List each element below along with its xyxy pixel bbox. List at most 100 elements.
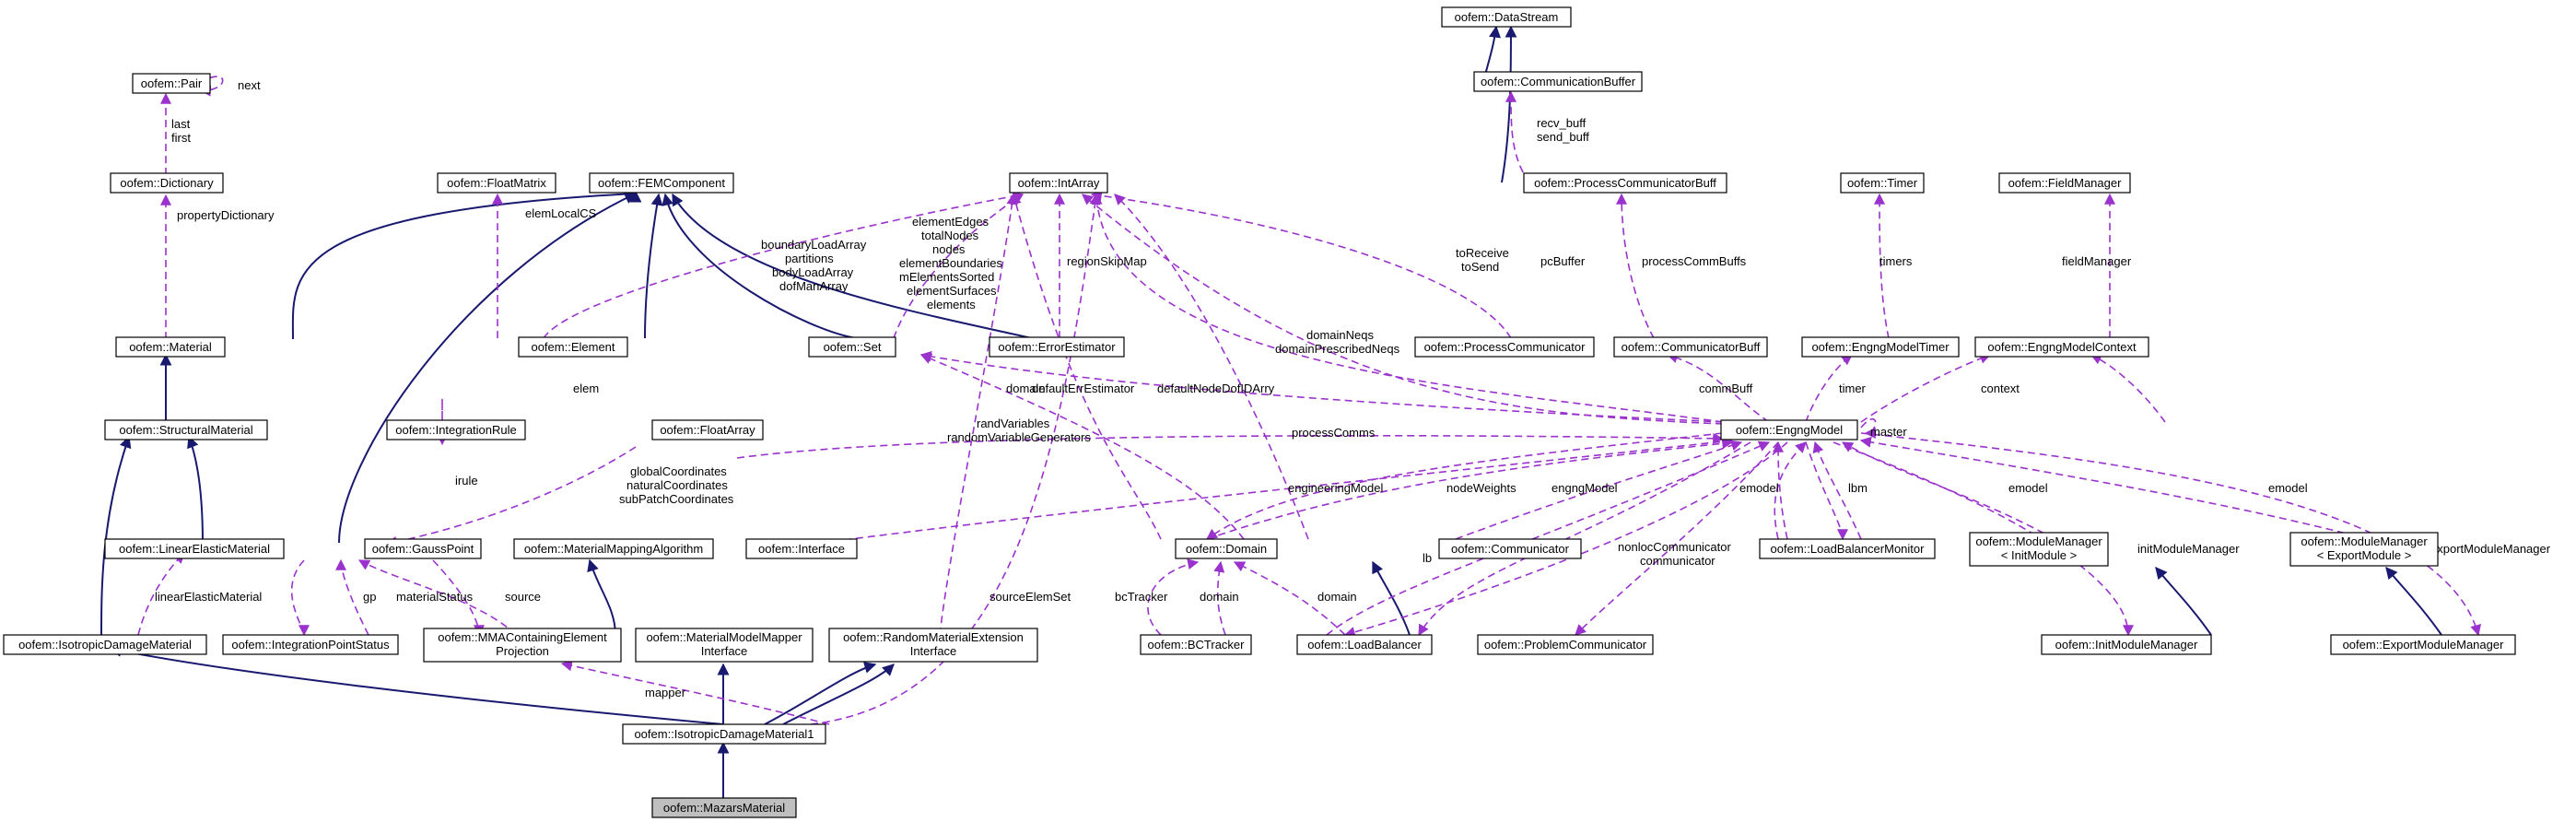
node-CommunicationBuffer-label: oofem::CommunicationBuffer	[1481, 75, 1636, 88]
node-Domain[interactable]: oofem::Domain	[1175, 538, 1278, 559]
edge-label-linearElasticMaterial: linearElasticMaterial	[155, 590, 262, 604]
node-ProcessCommunicatorBuff-label: oofem::ProcessCommunicatorBuff	[1534, 176, 1716, 190]
node-DataStream[interactable]: oofem::DataStream	[1441, 6, 1572, 28]
node-LinearElasticMaterial[interactable]: oofem::LinearElasticMaterial	[104, 538, 285, 559]
edge-label-emodel-2: emodel	[2008, 481, 2048, 495]
inheritance-edges	[100, 25, 2442, 799]
node-IsotropicDamageMaterial1-label: oofem::IsotropicDamageMaterial1	[634, 727, 814, 741]
node-DataStream-label: oofem::DataStream	[1455, 10, 1559, 24]
edge-label-recv-buff: recv_buff	[1537, 116, 1587, 130]
node-ProcessCommunicator-label: oofem::ProcessCommunicator	[1424, 340, 1587, 354]
node-ProcessCommunicator[interactable]: oofem::ProcessCommunicator	[1414, 336, 1595, 358]
node-LoadBalancerMonitor[interactable]: oofem::LoadBalancerMonitor	[1759, 538, 1936, 559]
edge-label-source: source	[505, 590, 541, 604]
node-IntArray[interactable]: oofem::IntArray	[1009, 172, 1108, 194]
node-RandomMaterialExtensionInterface-label-1: oofem::RandomMaterialExtension	[843, 630, 1024, 644]
edge-label-lb: lb	[1423, 551, 1432, 565]
node-CommunicatorBuff[interactable]: oofem::CommunicatorBuff	[1613, 336, 1768, 358]
edge-label-lbm: lbm	[1848, 481, 1868, 495]
edge-labels: next last first recv_buff send_buff prop…	[155, 78, 2551, 699]
node-GaussPoint[interactable]: oofem::GaussPoint	[364, 538, 482, 559]
node-FloatArray[interactable]: oofem::FloatArray	[651, 419, 764, 440]
node-Timer-label: oofem::Timer	[1847, 176, 1918, 190]
node-FloatMatrix[interactable]: oofem::FloatMatrix	[437, 172, 556, 194]
node-Interface-label: oofem::Interface	[758, 542, 845, 556]
node-IsotropicDamageMaterial1[interactable]: oofem::IsotropicDamageMaterial1	[622, 723, 826, 745]
node-Material[interactable]: oofem::Material	[115, 336, 226, 358]
node-IsotropicDamageMaterial[interactable]: oofem::IsotropicDamageMaterial	[3, 634, 207, 655]
edge-label-bodyLoadArray: bodyLoadArray	[772, 265, 854, 279]
node-MazarsMaterial[interactable]: oofem::MazarsMaterial	[651, 797, 797, 818]
edge-label-exportModuleManager: exportModuleManager	[2430, 542, 2551, 556]
node-Material-label: oofem::Material	[129, 340, 212, 354]
node-EngngModelTimer[interactable]: oofem::EngngModelTimer	[1801, 336, 1960, 358]
node-MMAContainingElementProjection-label-1: oofem::MMAContainingElement	[438, 630, 607, 644]
node-ModuleManagerExport-label-1: oofem::ModuleManager	[2301, 534, 2428, 548]
edge-label-nodes: nodes	[932, 242, 966, 256]
edge-label-bcTracker: bcTracker	[1115, 590, 1168, 604]
node-FieldManager[interactable]: oofem::FieldManager	[1998, 172, 2131, 194]
node-ProblemCommunicator[interactable]: oofem::ProblemCommunicator	[1477, 634, 1654, 655]
edge-label-processCommBuffs: processCommBuffs	[1642, 254, 1747, 268]
node-Set[interactable]: oofem::Set	[808, 336, 896, 358]
edge-label-domainPrescribedNeqs: domainPrescribedNeqs	[1275, 342, 1400, 356]
node-FloatArray-label: oofem::FloatArray	[660, 423, 755, 437]
edge-label-elemLocalCS: elemLocalCS	[525, 206, 597, 220]
node-EngngModel[interactable]: oofem::EngngModel	[1720, 419, 1858, 440]
edge-label-last: last	[171, 117, 191, 131]
edge-label-mElementsSorted: mElementsSorted	[899, 270, 994, 284]
edge-label-mapper: mapper	[645, 686, 686, 699]
node-FieldManager-label: oofem::FieldManager	[2008, 176, 2123, 190]
node-ProcessCommunicatorBuff[interactable]: oofem::ProcessCommunicatorBuff	[1523, 172, 1727, 194]
edge-label-naturalCoordinates: naturalCoordinates	[626, 478, 728, 492]
node-IntegrationPointStatus[interactable]: oofem::IntegrationPointStatus	[222, 634, 399, 655]
node-Communicator[interactable]: oofem::Communicator	[1438, 538, 1582, 559]
node-InitModuleManager[interactable]: oofem::InitModuleManager	[2041, 634, 2212, 655]
node-ExportModuleManager[interactable]: oofem::ExportModuleManager	[2330, 634, 2516, 655]
node-Interface[interactable]: oofem::Interface	[745, 538, 858, 559]
edge-label-defaultNodeDofIDArry: defaultNodeDofIDArry	[1157, 382, 1275, 395]
node-ProblemCommunicator-label: oofem::ProblemCommunicator	[1484, 638, 1647, 652]
node-Timer[interactable]: oofem::Timer	[1840, 172, 1925, 194]
node-ModuleManagerExport[interactable]: oofem::ModuleManager < ExportModule >	[2289, 532, 2439, 567]
node-Element[interactable]: oofem::Element	[518, 336, 628, 358]
node-RandomMaterialExtensionInterface-label-2: Interface	[910, 644, 957, 658]
node-ModuleManagerInit[interactable]: oofem::ModuleManager < InitModule >	[1969, 532, 2109, 567]
node-Pair[interactable]: oofem::Pair	[132, 73, 211, 94]
node-Communicator-label: oofem::Communicator	[1451, 542, 1570, 556]
edge-label-domain-1: domain	[1006, 382, 1046, 395]
node-RandomMaterialExtensionInterface[interactable]: oofem::RandomMaterialExtension Interface	[828, 628, 1038, 663]
edge-label-fieldManager: fieldManager	[2062, 254, 2132, 268]
edge-label-propertyDictionary: propertyDictionary	[177, 208, 275, 222]
node-ModuleManagerInit-label-1: oofem::ModuleManager	[1975, 534, 2102, 548]
node-LinearElasticMaterial-label: oofem::LinearElasticMaterial	[119, 542, 270, 556]
node-LoadBalancer[interactable]: oofem::LoadBalancer	[1296, 634, 1433, 655]
node-BCTracker[interactable]: oofem::BCTracker	[1140, 634, 1252, 655]
node-FEMComponent[interactable]: oofem::FEMComponent	[589, 172, 734, 194]
edge-label-subPatchCoordinates: subPatchCoordinates	[619, 492, 734, 506]
node-MMAContainingElementProjection[interactable]: oofem::MMAContainingElement Projection	[423, 628, 622, 663]
edge-label-emodel-1: emodel	[1739, 481, 1779, 495]
node-MaterialMappingAlgorithm[interactable]: oofem::MaterialMappingAlgorithm	[513, 538, 714, 559]
node-IntegrationRule[interactable]: oofem::IntegrationRule	[386, 419, 526, 440]
edge-label-initModuleManager: initModuleManager	[2137, 542, 2240, 556]
edge-label-nodeWeights: nodeWeights	[1446, 481, 1516, 495]
node-Dictionary[interactable]: oofem::Dictionary	[110, 172, 224, 194]
node-MaterialMappingAlgorithm-label: oofem::MaterialMappingAlgorithm	[524, 542, 703, 556]
edge-label-randomVariableGenerators: randomVariableGenerators	[947, 430, 1091, 444]
edge-label-next: next	[238, 78, 261, 92]
node-MaterialModelMapperInterface[interactable]: oofem::MaterialModelMapper Interface	[635, 628, 814, 663]
node-MaterialModelMapperInterface-label-2: Interface	[701, 644, 748, 658]
edge-label-domainNeqs: domainNeqs	[1306, 328, 1374, 342]
node-CommunicationBuffer[interactable]: oofem::CommunicationBuffer	[1473, 71, 1643, 92]
node-EngngModelContext[interactable]: oofem::EngngModelContext	[1974, 336, 2149, 358]
edge-label-commBuff: commBuff	[1699, 382, 1753, 395]
edge-label-processComms: processComms	[1292, 426, 1376, 440]
node-StructuralMaterial[interactable]: oofem::StructuralMaterial	[104, 419, 268, 440]
node-ExportModuleManager-label: oofem::ExportModuleManager	[2343, 638, 2505, 652]
node-LoadBalancer-label: oofem::LoadBalancer	[1307, 638, 1422, 652]
node-ErrorEstimator[interactable]: oofem::ErrorEstimator	[989, 336, 1125, 358]
edge-label-totalNodes: totalNodes	[921, 229, 979, 242]
edge-label-sourceElemSet: sourceElemSet	[989, 590, 1071, 604]
node-Set-label: oofem::Set	[824, 340, 882, 354]
